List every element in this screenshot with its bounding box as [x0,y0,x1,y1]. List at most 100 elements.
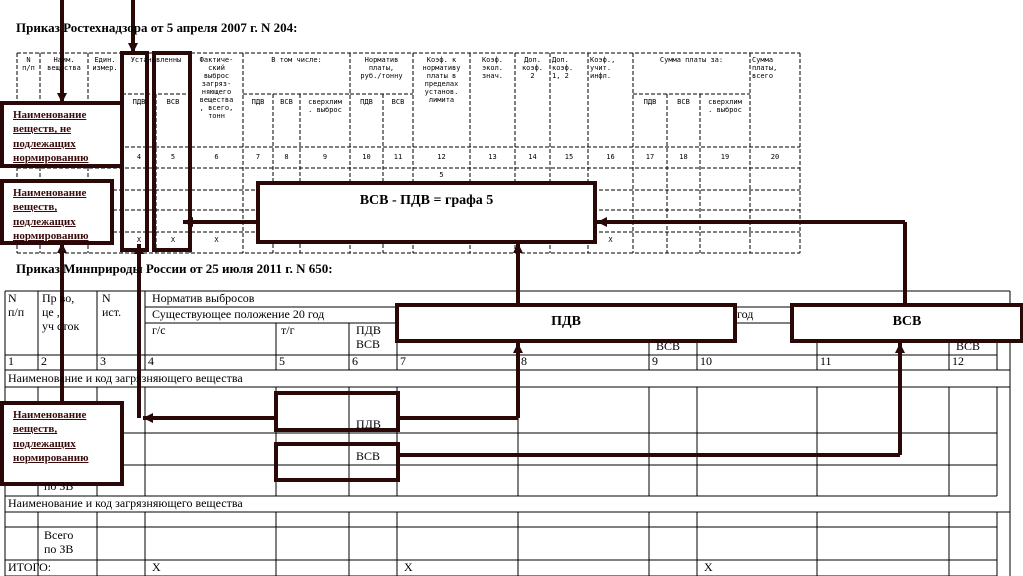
box-fill [2,403,122,484]
table1-column-number: 11 [393,153,403,161]
header-vsv: ВСВ [656,339,681,353]
table1-column-number: 8 [284,153,289,161]
table1-column-number: 14 [528,153,537,161]
vsv-box [790,303,1023,343]
table2-x-mark: X [152,560,161,574]
box-fill [792,305,1022,341]
table1-subheader-1: ВСВ [166,98,180,106]
table1-header-4: Фактиче- ский выброс загряз- няющего вещ… [199,56,234,121]
arrowhead-icon [513,243,523,253]
header-year: год [737,307,754,321]
table1-column-number: 20 [770,153,780,161]
table1-header-2: Един. измер. [92,56,118,73]
table2-column-number: 7 [400,354,406,368]
table2-column-number: 12 [952,354,964,368]
table1-subheader-8: ВСВ [677,98,690,106]
table2-column-number: 6 [352,354,358,368]
header-pdv-vsv: ПДВ ВСВ [356,323,381,351]
header-gs: г/с [152,323,166,337]
table2-column-number: 8 [521,354,527,368]
pdv-label: ПДВ [551,314,581,329]
box-fill [2,181,112,243]
table1-header-8: Коэф. экол. знач. [481,56,504,81]
table2-x-mark: X [404,560,413,574]
table2-column-number: 9 [652,354,658,368]
table2-column-number: 10 [700,354,712,368]
table1-header-3: Установленны [130,56,182,64]
table1-x-mark: X [214,236,219,244]
arrowhead-icon [895,343,905,353]
header-tg: т/г [281,323,295,337]
box-fill [258,183,595,242]
annotation-box-normalized-2 [0,401,124,486]
table1-x-mark: X [608,236,613,244]
table1-header-11: Коэф., учит. инфл. [590,56,616,81]
table1-header-5: В том числе: [271,56,322,64]
order-title-2: Приказ Минприроды России от 25 июля 2011… [16,261,333,276]
table2-column-number: 5 [279,354,285,368]
header-existing-state: Существующее положение 20 год [152,307,325,321]
table1-header-1: Наим. вещества [47,56,81,73]
highlight-column-pdv [120,51,149,252]
cell-total-partial: по ЗВ [44,479,74,493]
arrowhead-icon [597,217,607,227]
arrowhead-icon [143,413,153,423]
table2-x-mark: X [704,560,713,574]
table1-header-12: Сумма платы за: [659,56,724,64]
table1-subheader-5: ПДВ [360,98,373,106]
table1-column-number: 6 [214,153,219,161]
table1-header-9: Доп. коэф. 2 [521,56,544,81]
table1-header-7: Коэф. к нормативу платы в пределах устан… [422,56,461,105]
table1-column-number: 10 [362,153,371,161]
arrowhead-icon [128,43,138,53]
box-fill [2,103,122,166]
table1-subheader-9: сверхлим . выброс [708,98,742,115]
annotation-box-normalized [0,179,114,245]
table1-subheader-3: ВСВ [280,98,293,106]
table2-column-number: 1 [8,354,14,368]
note-normalized-2: Наименование веществ, подлежащих нормиро… [13,409,89,464]
table1-column-number: 9 [322,153,328,161]
note-normalized: Наименование веществ, подлежащих нормиро… [13,187,89,242]
table1-column-number: 16 [606,153,615,161]
header-vsv: ВСВ [956,339,981,353]
header-n-pp: N п/п [8,291,25,319]
table1-column-number: 18 [679,153,688,161]
arrowhead-icon [57,243,67,253]
table1-subheader-6: ВСВ [391,98,405,106]
table1-column-number: 15 [564,153,574,161]
table1-header-0: N п/п [22,56,35,73]
table1-x-mark: X [170,236,176,244]
table1-header-13: Сумма платы, всего [752,56,778,81]
table1-subheader-7: ПДВ [643,98,657,106]
arrowhead-icon [57,93,67,103]
table1-header-10: Доп. коэф. 1, 2 [552,56,574,81]
arrowhead-icon [513,343,523,353]
table1-subheader-2: ПДВ [251,98,265,106]
table1-cell: 5 [439,171,444,179]
cell-pdv: ПДВ [356,417,381,431]
cell-vsv: ВСВ [356,449,381,463]
table1-column-number: 12 [437,153,446,161]
cell-total-by-substance: Всего по ЗВ [44,528,74,556]
table1-subheader-4: сверхлим . выброс [308,98,342,115]
formula-label: ВСВ - ПДВ = графа 5 [359,193,494,208]
highlight-cell-pdv [274,391,400,432]
highlight-cell-vsv [274,442,400,482]
highlight-column-vsv [152,51,192,252]
table2-column-number: 3 [100,354,106,368]
header-source-n: N ист. [102,291,122,319]
header-emission-norm: Норматив выбросов [152,291,255,305]
pdv-box [395,303,737,343]
table1-column-number: 13 [488,153,497,161]
vsv-label: ВСВ [892,314,922,329]
table2-column-number: 11 [820,354,832,368]
order-title-1: Приказ Ростехнадзора от 5 апреля 2007 г.… [16,20,298,35]
group-row-label: Наименование и код загрязняющего веществ… [8,371,243,385]
table1-column-number: 7 [255,153,261,161]
note-not-normalized: Наименование веществ, не подлежащих норм… [13,109,89,164]
table1-column-number: 5 [170,153,176,161]
table2-column-number: 2 [41,354,47,368]
